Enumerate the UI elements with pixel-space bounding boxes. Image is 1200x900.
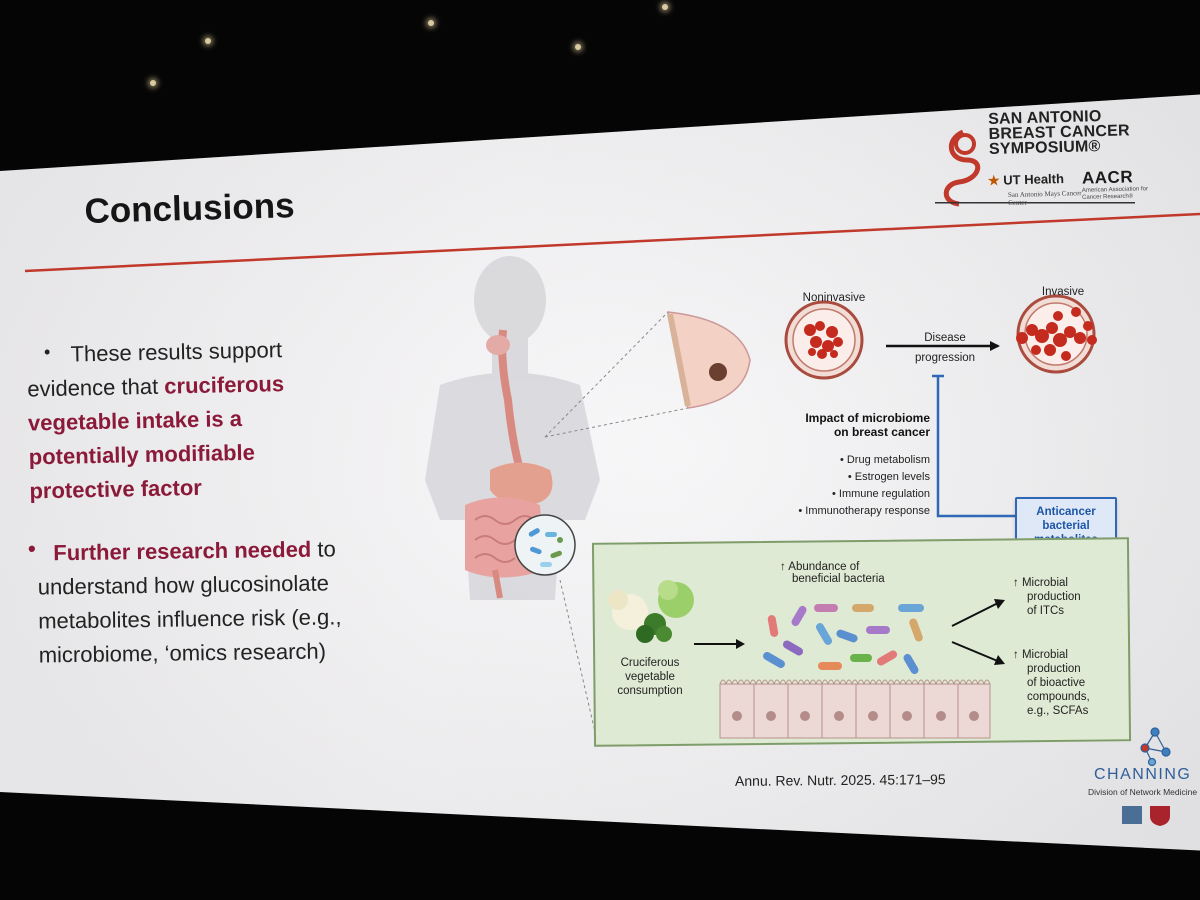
channing-logo-text: CHANNING [1094,766,1192,783]
sabcs-logo-icon [935,129,1135,207]
noninvasive-label: Noninvasive [802,292,866,304]
citation: Annu. Rev. Nutr. 2025. 45:171–95 [734,771,946,789]
impact-item: Drug metabolism [770,452,930,469]
cruciferous-label: Cruciferous vegetable consumption [617,657,683,697]
invasive-label: Invasive [1041,286,1085,298]
ceiling-light [575,44,581,50]
ceiling-light [428,20,434,26]
impact-list: Drug metabolism Estrogen levels Immune r… [770,452,930,520]
epithelial-cells-icon [719,679,991,739]
bacteria-cluster-icon [763,604,924,675]
noninvasive-tumor-icon [784,300,864,380]
channing-subtitle: Division of Network Medicine [1088,787,1198,797]
channing-network-icon [1140,727,1171,767]
ceiling-light [662,4,668,10]
bullet-marker: • [44,342,51,362]
impact-title: Impact of microbiome on breast cancer [805,411,930,439]
cruciferous-vegetables-icon [608,580,694,643]
invasive-tumor-icon [1016,294,1097,374]
ceiling-light [205,38,211,44]
abundance-label: ↑ Abundance of beneficial bacteria [780,561,885,585]
breast-cross-section-icon [667,311,751,409]
institution-shields-icon [1122,806,1170,826]
impact-item: Immunotherapy response [770,503,930,520]
itc-outcome-label: ↑ Microbial production of ITCs [1013,577,1081,617]
bioactive-outcome-label: ↑ Microbial production of bioactive comp… [1013,649,1090,717]
ceiling-light [150,80,156,86]
bullet-marker: • [28,536,36,561]
impact-item: Estrogen levels [770,469,930,486]
impact-item: Immune regulation [770,486,930,503]
progression-label: progression [914,352,976,364]
gut-bacteria-zoom-icon [514,514,576,576]
disease-label: Disease [924,332,966,344]
